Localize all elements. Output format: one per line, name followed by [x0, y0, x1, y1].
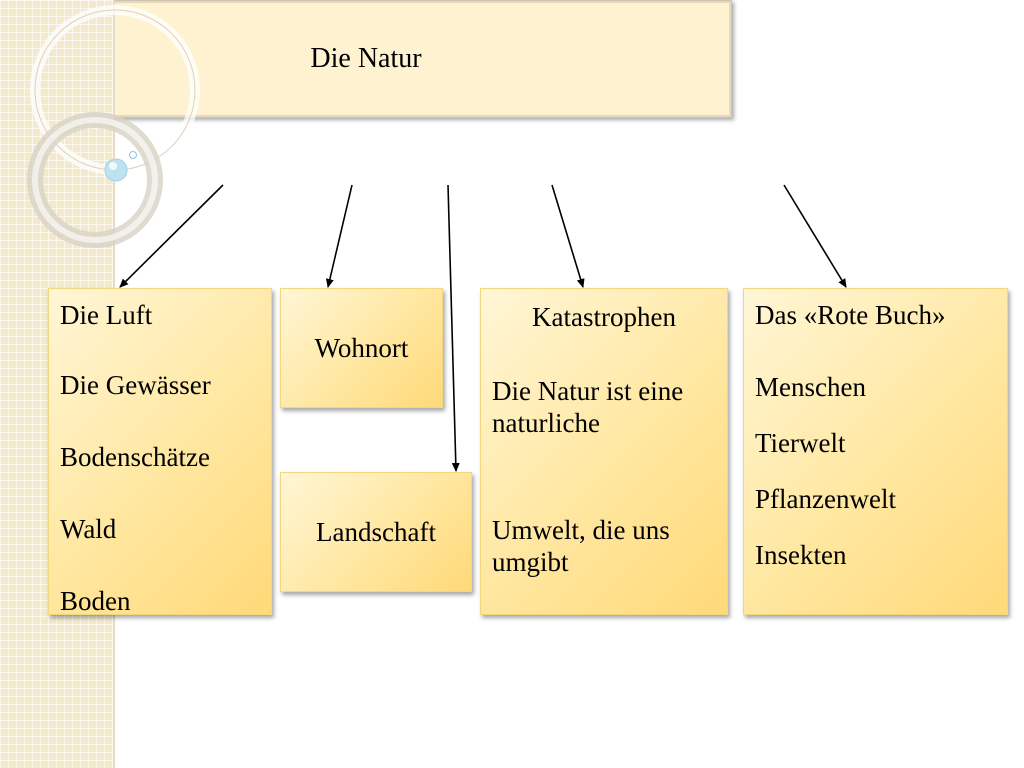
- luft-item: Die Luft: [60, 300, 153, 330]
- box-katastrophen: Katastrophen Die Natur ist eine naturlic…: [480, 288, 728, 615]
- decorative-rings: [27, 5, 200, 248]
- wohnort-label: Wohnort: [314, 332, 409, 363]
- katastrophen-heading: Katastrophen: [532, 302, 676, 332]
- bubble-small-decor: [129, 151, 137, 159]
- small-ring-highlight-decor: [32, 117, 158, 243]
- rote-buch-item: Menschen: [755, 372, 866, 402]
- rote-buch-item: Insekten: [755, 540, 847, 570]
- title-box: Die Natur: [0, 0, 732, 118]
- luft-item: Boden: [60, 586, 131, 616]
- rote-buch-item: Tierwelt: [755, 428, 846, 458]
- landschaft-label: Landschaft: [316, 516, 436, 547]
- katastrophen-text-1: Die Natur ist eine naturliche: [492, 376, 684, 439]
- box-rote-buch: Das «Rote Buch» Menschen Tierwelt Pflanz…: [743, 288, 1008, 615]
- arrow-to-rote-buch: [783, 184, 847, 288]
- luft-item: Wald: [60, 514, 117, 544]
- katastrophen-text-2: Umwelt, die uns umgibt: [492, 515, 670, 578]
- rote-buch-item: Pflanzenwelt: [755, 484, 896, 514]
- box-landschaft: Landschaft: [280, 472, 472, 592]
- box-die-luft: Die Luft Die Gewässer Bodenschätze Wald …: [48, 288, 272, 616]
- arrow-to-wohnort: [325, 184, 353, 288]
- diagram-title: Die Natur: [310, 43, 422, 74]
- luft-item: Bodenschätze: [60, 442, 210, 472]
- arrow-to-katastrophen: [551, 184, 585, 288]
- bubble-highlight-decor: [109, 162, 117, 170]
- arrow-to-landschaft: [447, 184, 460, 472]
- luft-item: Die Gewässer: [60, 370, 211, 400]
- box-wohnort: Wohnort: [280, 288, 443, 408]
- rote-buch-heading: Das «Rote Buch»: [755, 300, 946, 330]
- arrow-to-luft: [119, 184, 224, 288]
